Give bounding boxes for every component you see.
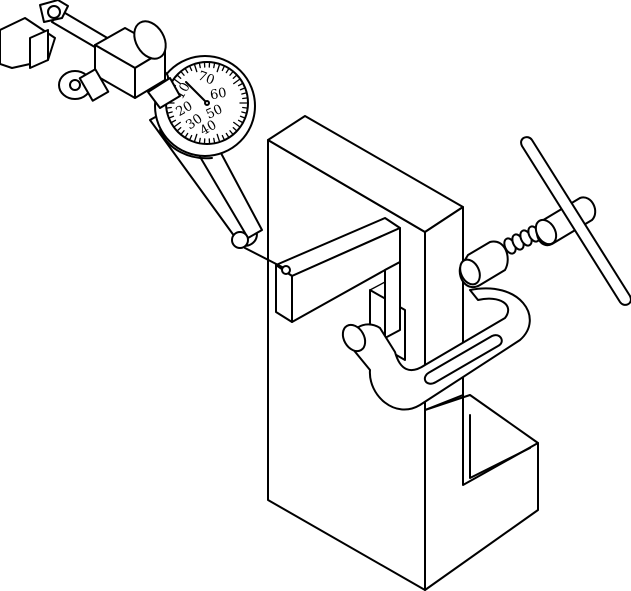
dial-number-60: 60 xyxy=(209,86,228,104)
dial-tick xyxy=(198,137,201,144)
dial-tick xyxy=(170,119,177,124)
dial-tick xyxy=(188,65,193,72)
dial-tick xyxy=(180,130,185,136)
dial-tick xyxy=(198,62,201,69)
dial-tick xyxy=(242,97,249,100)
dial-tick xyxy=(176,74,182,80)
dial-tick xyxy=(188,134,193,141)
holder-swivel-joint xyxy=(133,20,167,60)
dial-number-50: 50 xyxy=(204,102,225,123)
workpiece xyxy=(275,217,401,339)
dial-tick xyxy=(237,119,244,124)
dial-number-20: 20 xyxy=(174,99,196,120)
dial-tick xyxy=(193,133,198,143)
dial-tick xyxy=(225,67,230,74)
dial-tick xyxy=(216,133,221,143)
c-clamp-t-handle xyxy=(520,136,631,306)
indicator-holder xyxy=(0,0,181,109)
dial-number-70: 70 xyxy=(196,69,217,89)
dial-tick xyxy=(242,106,249,109)
dial-tick xyxy=(166,111,173,114)
dial-tick xyxy=(239,87,246,91)
c-clamp-spring xyxy=(503,225,541,255)
dial-tick xyxy=(233,78,241,85)
dial-number-40: 40 xyxy=(198,118,220,139)
dial-tick-marks xyxy=(165,61,249,145)
dial-tick xyxy=(173,121,181,128)
dial-needle xyxy=(185,81,208,104)
dial-indicator: 10 70 60 20 50 30 40 xyxy=(149,55,291,275)
dial-tick xyxy=(168,115,175,119)
indicator-pivot xyxy=(231,231,249,249)
dial-tick xyxy=(176,126,182,132)
dial-tick xyxy=(239,115,246,119)
dial-tick xyxy=(232,126,238,132)
indicator-contact-point xyxy=(281,265,291,275)
dial-tick xyxy=(221,65,226,72)
dial-tick xyxy=(184,132,189,139)
dial-tick xyxy=(180,70,185,76)
indicator-stylus xyxy=(244,247,285,269)
dial-tick xyxy=(232,74,238,80)
dial-tick xyxy=(241,92,248,95)
dial-tick xyxy=(213,137,216,144)
dial-tick xyxy=(225,132,230,139)
c-clamp xyxy=(341,136,631,411)
dial-tick xyxy=(241,111,248,114)
dial-tick xyxy=(184,67,189,74)
dial-tick xyxy=(229,130,234,136)
dial-tick xyxy=(173,78,181,85)
dial-tick xyxy=(213,62,216,69)
dial-tick xyxy=(233,121,241,128)
dial-tick xyxy=(193,63,198,73)
c-clamp-slot xyxy=(423,334,503,385)
dial-tick xyxy=(165,106,172,109)
dial-tick xyxy=(221,134,226,141)
dial-tick xyxy=(237,82,244,87)
dial-tick xyxy=(229,70,234,76)
c-clamp-pad xyxy=(341,323,367,353)
dial-tick xyxy=(216,63,221,73)
angle-plate-base-step xyxy=(424,394,539,591)
